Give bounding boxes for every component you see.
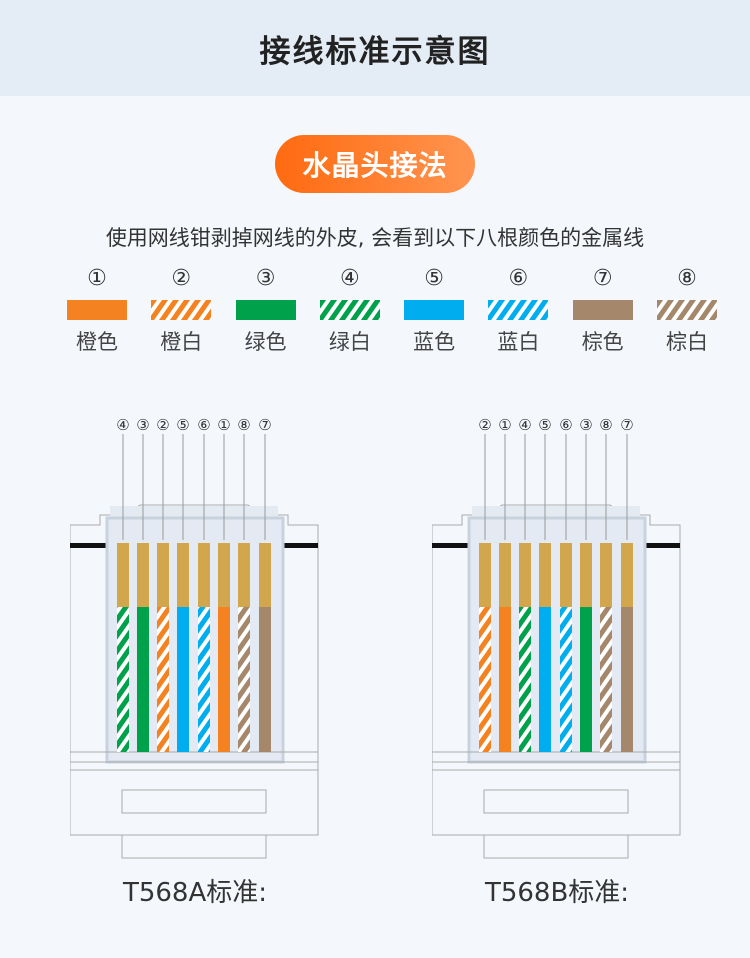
t568b-label: T568B标准: (484, 878, 630, 908)
legend-item-7: ⑦ 棕色 (568, 262, 638, 356)
pin-number: ② (478, 416, 491, 434)
gold-contact (137, 543, 149, 607)
wire-棕色 (621, 607, 633, 752)
pin-number: ② (156, 416, 169, 434)
legend-item-5: ⑤ 蓝色 (399, 262, 469, 356)
wire-绿色 (580, 607, 592, 752)
wire-蓝白 (560, 607, 572, 752)
color-swatch (235, 300, 296, 320)
wire-棕白 (238, 607, 250, 752)
gold-contact (259, 543, 271, 607)
pin-number: ⑧ (599, 416, 612, 434)
gold-contact (519, 543, 531, 607)
legend-item-8: ⑧ 棕白 (652, 262, 722, 356)
gold-contact (218, 543, 230, 607)
page-title: 接线标准示意图 (259, 33, 491, 70)
legend-item-1: ① 橙色 (62, 262, 132, 356)
legend-label: 橙白 (160, 330, 203, 354)
gold-contact (479, 543, 491, 607)
wire-橙白 (479, 607, 491, 752)
color-swatch (404, 300, 465, 320)
gold-contact (600, 543, 612, 607)
legend-label: 绿色 (244, 330, 287, 354)
wire-color-legend: ① 橙色 ② 橙白 ③ 绿色 ④ 绿白 ⑤ 蓝色 ⑥ 蓝白 ⑦ 棕色 ⑧ 棕白 (62, 262, 722, 356)
color-swatch (67, 300, 127, 320)
wire-绿白 (117, 607, 129, 752)
pin-number: ⑥ (559, 416, 572, 434)
legend-number: ⑧ (677, 266, 697, 291)
gold-contact (198, 543, 210, 607)
color-swatch (488, 300, 549, 320)
wire-棕白 (600, 607, 612, 752)
pin-number: ④ (116, 416, 129, 434)
gold-contact (560, 543, 572, 607)
wire-橙色 (218, 607, 230, 752)
pin-number: ③ (136, 416, 149, 434)
gold-contact (157, 543, 169, 607)
color-swatch (572, 300, 633, 320)
legend-number: ⑥ (508, 266, 529, 291)
wire-橙白 (157, 607, 169, 752)
pin-number: ⑦ (620, 416, 633, 434)
legend-label: 橙色 (76, 330, 118, 354)
wire-蓝色 (177, 607, 189, 752)
color-swatch (656, 300, 717, 320)
gold-contact (117, 543, 129, 607)
legend-number: ⑤ (424, 266, 444, 291)
pin-number: ③ (579, 416, 592, 434)
legend-label: 棕色 (581, 330, 624, 354)
pin-number: ① (217, 416, 230, 434)
legend-number: ① (87, 266, 107, 291)
gold-contact (621, 543, 633, 607)
pin-number: ⑦ (258, 416, 271, 434)
wire-橙色 (499, 607, 511, 752)
legend-item-6: ⑥ 蓝白 (483, 262, 553, 356)
gold-contact (499, 543, 511, 607)
pin-number: ⑥ (197, 416, 210, 434)
wire-绿白 (519, 607, 531, 752)
legend-label: 棕白 (665, 330, 708, 354)
color-swatch (319, 300, 380, 320)
legend-item-2: ② 橙白 (146, 262, 216, 356)
legend-label: 绿白 (328, 330, 371, 354)
section-title-badge: 水晶头接法 (275, 135, 475, 193)
legend-number: ③ (255, 266, 276, 291)
wire-绿色 (137, 607, 149, 752)
legend-item-3: ③ 绿色 (231, 262, 301, 356)
pin-number: ⑤ (538, 416, 551, 434)
legend-number: ④ (339, 266, 360, 291)
pin-number: ⑧ (237, 416, 250, 434)
legend-number: ⑦ (592, 266, 613, 291)
header: 接线标准示意图 (0, 0, 750, 96)
pin-number: ⑤ (176, 416, 189, 434)
color-swatch (151, 300, 212, 320)
t568a-label: T568A标准: (122, 878, 268, 908)
wire-蓝色 (539, 607, 551, 752)
gold-contact (238, 543, 250, 607)
pin-number: ④ (518, 416, 531, 434)
legend-item-4: ④ 绿白 (315, 262, 385, 356)
wire-棕色 (259, 607, 271, 752)
wire-蓝白 (198, 607, 210, 752)
pin-number: ① (498, 416, 511, 434)
gold-contact (580, 543, 592, 607)
legend-number: ② (171, 266, 192, 291)
gold-contact (177, 543, 189, 607)
section-description: 使用网线钳剥掉网线的外皮, 会看到以下八根颜色的金属线 (105, 226, 645, 250)
legend-label: 蓝色 (413, 330, 456, 354)
gold-contact (539, 543, 551, 607)
legend-label: 蓝白 (497, 330, 540, 354)
